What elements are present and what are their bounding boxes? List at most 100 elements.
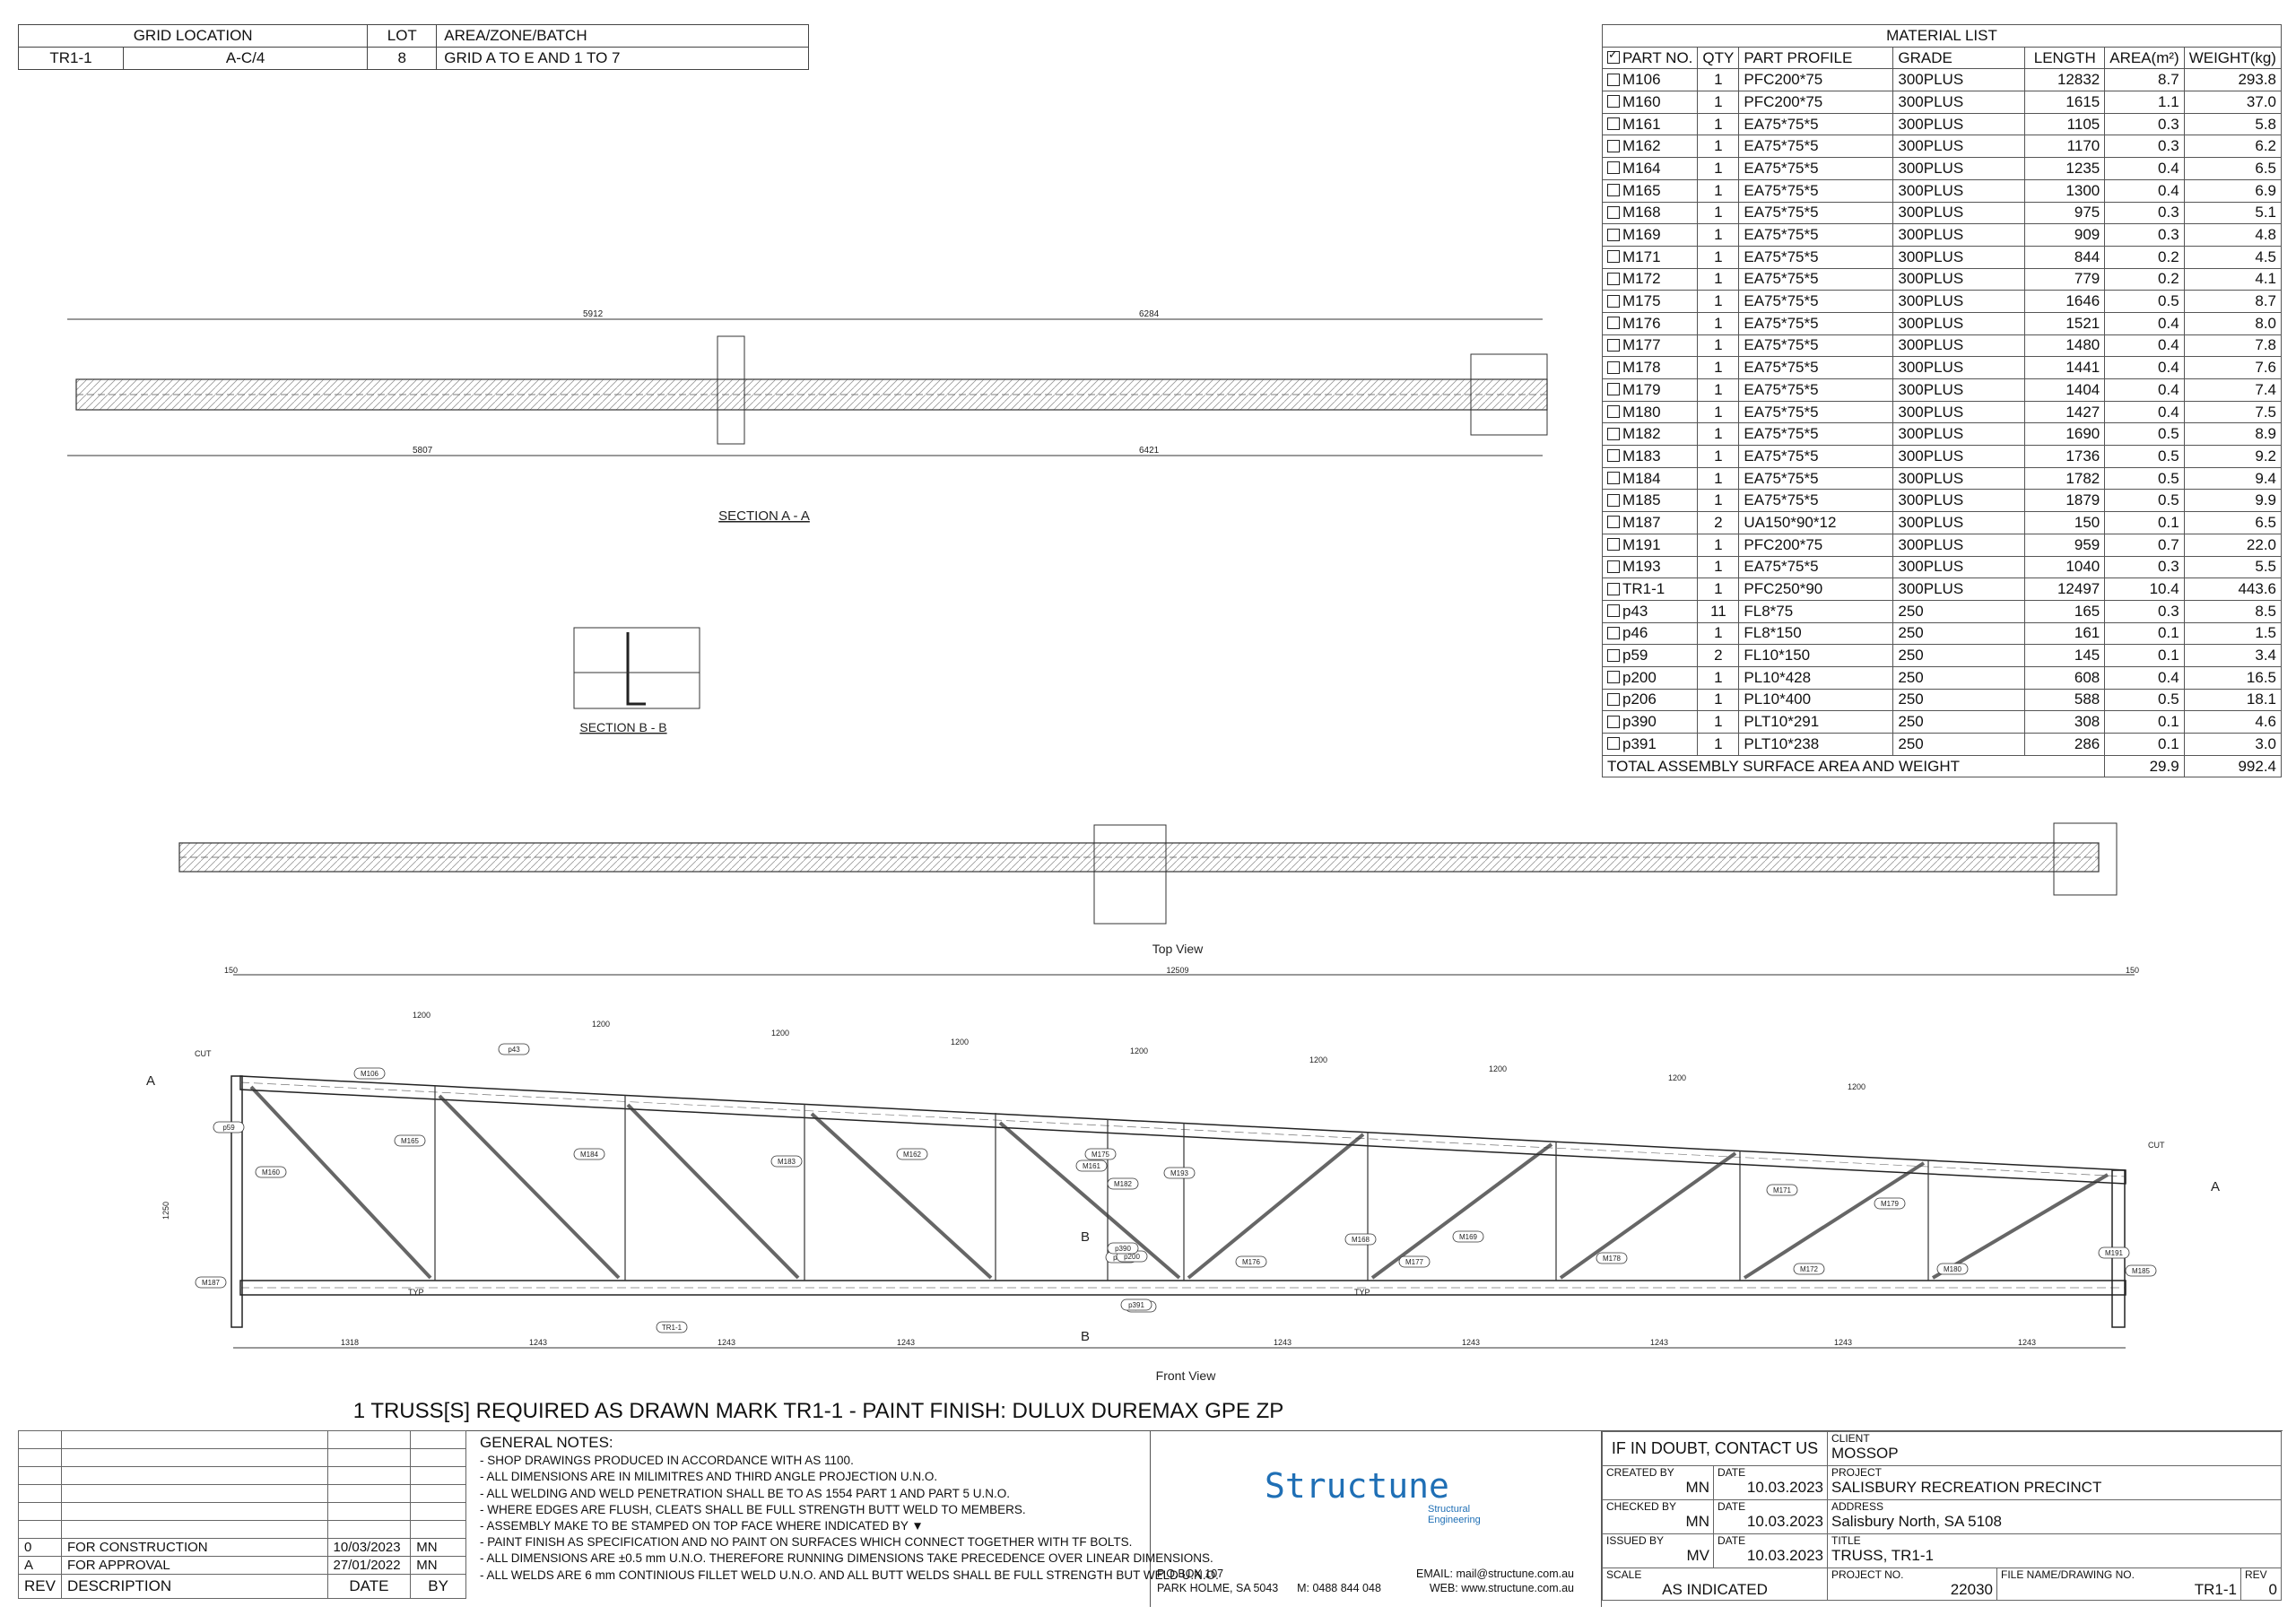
material-header-part-label: PART NO. xyxy=(1622,48,1693,66)
note-item: - ALL WELDS ARE 6 mm CONTINIOUS FILLET W… xyxy=(480,1568,1219,1582)
row-checkbox[interactable] xyxy=(1607,449,1620,463)
row-checkbox[interactable] xyxy=(1607,648,1620,662)
row-checkbox[interactable] xyxy=(1607,582,1620,595)
row-checkbox[interactable] xyxy=(1607,294,1620,308)
row-checkbox[interactable] xyxy=(1607,139,1620,152)
row-checkbox[interactable] xyxy=(1607,737,1620,751)
material-part-no-text: M171 xyxy=(1622,248,1661,265)
row-checkbox[interactable] xyxy=(1607,427,1620,440)
material-qty: 1 xyxy=(1697,311,1740,335)
material-part-no-text: M187 xyxy=(1622,513,1661,531)
company-sub1: Structural xyxy=(1428,1504,1471,1515)
row-checkbox[interactable] xyxy=(1607,626,1620,639)
material-weight: 4.6 xyxy=(2183,710,2283,734)
material-weight: 5.8 xyxy=(2183,112,2283,136)
part-tag-bubble xyxy=(2125,1264,2157,1277)
material-length: 1521 xyxy=(2024,311,2106,335)
row-checkbox[interactable] xyxy=(1607,516,1620,529)
dim-1250: 1250 xyxy=(161,1202,170,1220)
cut-label-right: CUT xyxy=(2148,1141,2165,1150)
revision-header-rev: REV xyxy=(18,1574,62,1599)
row-checkbox[interactable] xyxy=(1607,250,1620,264)
row-checkbox[interactable] xyxy=(1607,472,1620,485)
material-grade: 250 xyxy=(1892,733,2026,756)
dim-1243-c: 1243 xyxy=(897,1338,915,1347)
part-tag-label: p59 xyxy=(222,1124,235,1132)
company-email[interactable]: EMAIL: mail@structune.com.au xyxy=(1416,1568,1574,1580)
row-checkbox[interactable] xyxy=(1607,383,1620,396)
material-profile: EA75*75*5 xyxy=(1738,112,1894,136)
row-checkbox[interactable] xyxy=(1607,317,1620,330)
material-part-no: p46 xyxy=(1601,621,1699,646)
revision-by: MN xyxy=(410,1556,466,1575)
company-website[interactable]: WEB: www.structune.com.au xyxy=(1429,1582,1574,1594)
row-checkbox[interactable] xyxy=(1607,117,1620,131)
material-profile: EA75*75*5 xyxy=(1738,356,1894,379)
row-checkbox[interactable] xyxy=(1607,671,1620,684)
part-tag-bubble xyxy=(353,1067,386,1080)
row-checkbox[interactable] xyxy=(1607,272,1620,285)
part-tag-bubble xyxy=(1344,1233,1377,1246)
part-tag-bubble xyxy=(573,1148,605,1160)
material-profile: EA75*75*5 xyxy=(1738,400,1894,424)
dim-1200-d: 1200 xyxy=(951,1038,969,1046)
part-tag-bubble xyxy=(255,1166,287,1178)
material-part-no: p390 xyxy=(1601,710,1699,734)
select-all-checkbox[interactable] xyxy=(1607,48,1620,65)
row-checkbox[interactable] xyxy=(1607,405,1620,419)
row-checkbox[interactable] xyxy=(1607,95,1620,109)
part-tag-label: M187 xyxy=(202,1279,221,1287)
material-part-no-text: p46 xyxy=(1622,624,1648,642)
material-grade: 250 xyxy=(1892,644,2026,667)
company-sub2: Engineering xyxy=(1428,1515,1481,1525)
row-checkbox[interactable] xyxy=(1607,538,1620,551)
dim-1243-b: 1243 xyxy=(718,1338,735,1347)
part-tag-label: M184 xyxy=(580,1151,599,1159)
part-tag-bubble xyxy=(1766,1184,1798,1196)
material-weight: 7.5 xyxy=(2183,400,2283,424)
material-total-weight: 992.4 xyxy=(2183,754,2283,778)
part-tag-bubble xyxy=(213,1121,245,1133)
material-grade: 300PLUS xyxy=(1892,68,2026,92)
rev-label: REV xyxy=(2245,1568,2267,1581)
material-weight: 9.2 xyxy=(2183,445,2283,468)
row-checkbox[interactable] xyxy=(1607,360,1620,374)
dim-1200-e: 1200 xyxy=(1130,1046,1148,1055)
company-address: P.O.BOX 107 PARK HOLME, SA 5043 M: 0488 … xyxy=(1157,1567,1381,1595)
row-checkbox[interactable] xyxy=(1607,338,1620,352)
file-name-value: TR1-1 xyxy=(2194,1581,2237,1598)
material-part-no-text: M182 xyxy=(1622,425,1661,443)
row-checkbox[interactable] xyxy=(1607,604,1620,618)
dim-1243-g: 1243 xyxy=(1834,1338,1852,1347)
section-mark-b-top: B xyxy=(1081,1229,1090,1245)
material-area: 0.3 xyxy=(2104,201,2185,225)
row-checkbox[interactable] xyxy=(1607,715,1620,728)
address-value: Salisbury North, SA 5108 xyxy=(1831,1513,2002,1530)
part-tag-bubble xyxy=(896,1148,928,1160)
material-grade: 300PLUS xyxy=(1892,400,2026,424)
row-checkbox[interactable] xyxy=(1607,493,1620,507)
material-length: 1480 xyxy=(2024,334,2106,358)
part-tag-bubble xyxy=(1107,1177,1139,1190)
row-checkbox[interactable] xyxy=(1607,184,1620,197)
revision-header-description: DESCRIPTION xyxy=(60,1574,328,1599)
row-checkbox[interactable] xyxy=(1607,228,1620,241)
row-checkbox[interactable] xyxy=(1607,161,1620,175)
row-checkbox[interactable] xyxy=(1607,560,1620,573)
section-mark-b-bottom: B xyxy=(1081,1329,1090,1344)
part-tag-label: M168 xyxy=(1352,1236,1370,1244)
material-part-no: M172 xyxy=(1601,267,1699,291)
dim-12509: 12509 xyxy=(1166,966,1188,975)
row-checkbox[interactable] xyxy=(1607,692,1620,706)
row-checkbox[interactable] xyxy=(1607,73,1620,86)
note-stamp-text: - ASSEMBLY MAKE TO BE STAMPED ON TOP FAC… xyxy=(480,1519,909,1533)
row-checkbox[interactable] xyxy=(1607,205,1620,219)
material-grade: 300PLUS xyxy=(1892,112,2026,136)
material-qty: 1 xyxy=(1697,157,1740,180)
note-item: - SHOP DRAWINGS PRODUCED IN ACCORDANCE W… xyxy=(480,1454,854,1468)
material-grade: 300PLUS xyxy=(1892,422,2026,447)
material-header-grade: GRADE xyxy=(1892,46,2026,70)
material-part-no-text: p390 xyxy=(1622,713,1657,731)
material-area: 0.4 xyxy=(2104,311,2185,335)
